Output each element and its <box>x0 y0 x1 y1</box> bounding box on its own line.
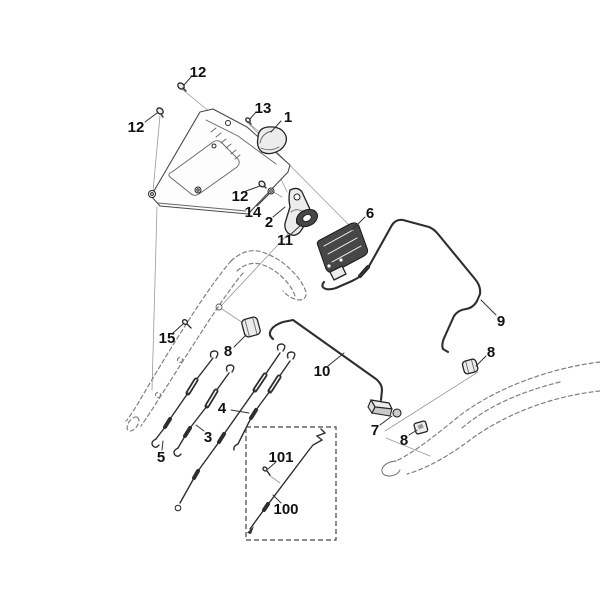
upper-handlebar-ghost <box>125 250 307 432</box>
callout-5: 5 <box>157 449 165 466</box>
callout-8-lower: 8 <box>400 432 408 449</box>
screw-12-left-icon <box>156 107 164 118</box>
callout-labels: 12 12 13 1 12 14 2 11 6 9 8 15 8 10 4 3 … <box>128 64 506 518</box>
cap-part-1 <box>256 126 288 155</box>
callout-11: 11 <box>277 232 293 249</box>
pedal-part-7 <box>367 398 402 418</box>
callout-8-right: 8 <box>487 344 495 361</box>
grommet-8-handle-icon <box>241 316 261 338</box>
callout-8-handle: 8 <box>224 343 232 360</box>
bracket-part-6 <box>316 222 369 281</box>
callout-14: 14 <box>245 204 262 221</box>
lower-handlebar-ghost <box>381 361 600 477</box>
callout-100: 100 <box>273 501 298 518</box>
cable-part-100 <box>247 428 327 534</box>
inset-box <box>245 426 337 541</box>
callout-12-top: 12 <box>190 64 207 81</box>
screw-15-icon <box>181 319 192 329</box>
leader-lines <box>144 76 497 504</box>
callout-10: 10 <box>314 363 331 380</box>
projection-lines <box>151 89 479 484</box>
disc-part-11 <box>295 208 319 228</box>
cable-part-5 <box>151 350 219 448</box>
callout-2: 2 <box>265 214 273 231</box>
callout-1: 1 <box>284 109 292 126</box>
callout-13: 13 <box>255 100 272 117</box>
rod-part-10 <box>268 318 384 402</box>
callout-7: 7 <box>371 422 379 439</box>
cable-middle-long <box>174 343 286 512</box>
clip-8-lower-icon <box>413 420 429 435</box>
callout-12-left: 12 <box>128 119 145 136</box>
callout-101: 101 <box>268 449 293 466</box>
screw-12-mid-icon <box>258 180 267 189</box>
callout-9: 9 <box>497 313 505 330</box>
callout-4: 4 <box>218 400 227 417</box>
console-panel <box>148 108 291 215</box>
callout-12-mid: 12 <box>232 188 249 205</box>
callout-3: 3 <box>204 429 212 446</box>
ball-part-7 <box>392 408 402 418</box>
callout-6: 6 <box>366 205 374 222</box>
cable-part-3 <box>173 364 235 457</box>
wire-part-9 <box>321 218 482 354</box>
screw-101-icon <box>262 466 271 476</box>
screw-12-top-icon <box>177 82 187 92</box>
screw-13-icon <box>245 117 252 125</box>
washer-14-icon <box>267 187 275 195</box>
callout-15: 15 <box>159 330 176 347</box>
handle-mount-hole <box>215 303 223 311</box>
cable-part-4 <box>233 351 296 451</box>
